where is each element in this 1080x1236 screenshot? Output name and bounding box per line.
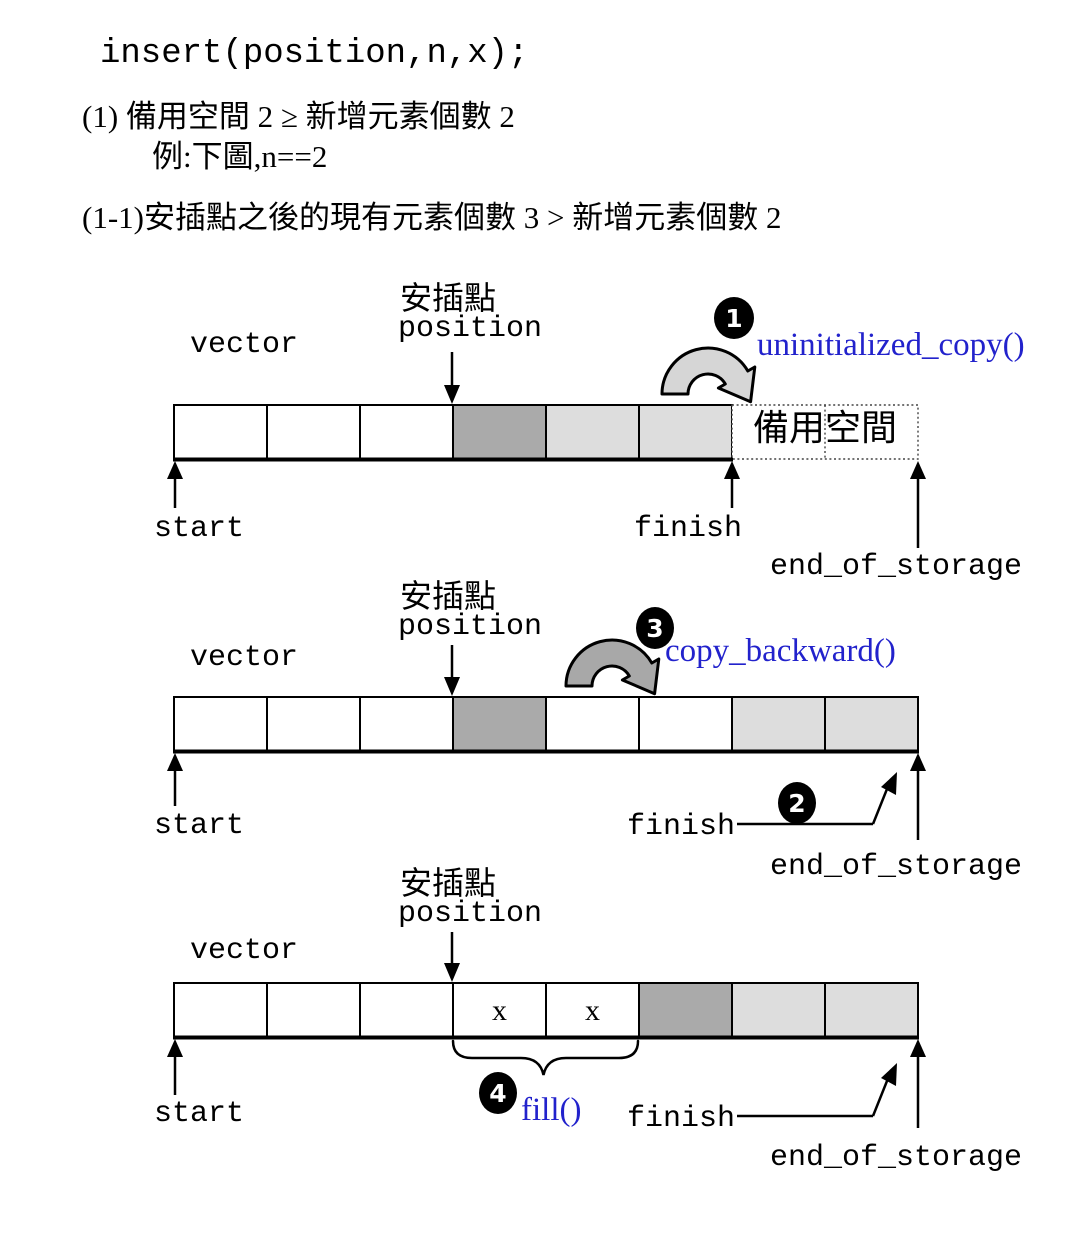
diagram3-fill-brace: [451, 1039, 640, 1076]
diagram1-end-of-storage-label: end_of_storage: [770, 550, 1023, 584]
diagram3-vector-label: vector: [190, 934, 299, 968]
diagram2-end-of-storage-arrow: [910, 753, 926, 840]
diagram1-vector-label: vector: [190, 328, 299, 362]
diagram2-finish-pointer: [737, 772, 897, 826]
case-1-1-line: (1-1)安插點之後的現有元素個數 3 > 新增元素個數 2: [82, 200, 782, 235]
diagram1-finish-arrow: [724, 461, 740, 508]
step2-badge: 2: [778, 782, 816, 824]
diagram2-vector-label: vector: [190, 641, 299, 675]
diagram3-start-arrow: [167, 1039, 183, 1095]
case-1-example-line: 例:下圖,n==2: [152, 139, 328, 174]
step3-operation-label: copy_backward(): [665, 633, 896, 669]
diagram1-curved-copy-arrow: [660, 346, 757, 404]
step4-operation-label: fill(): [521, 1092, 582, 1128]
diagram1-array: [173, 404, 919, 462]
code-line: insert(position,n,x);: [100, 35, 529, 73]
diagram3-end-of-storage-arrow: [910, 1039, 926, 1128]
diagram2-position-arrow: [444, 645, 460, 696]
diagram3-end-of-storage-label: end_of_storage: [770, 1141, 1023, 1175]
diagram2-insert-point-label: 安插點: [400, 578, 497, 614]
diagram3-finish-label: finish: [627, 1102, 736, 1136]
step1-badge: 1: [714, 297, 754, 339]
diagram3-insert-point-label: 安插點: [400, 865, 497, 901]
diagram2-curved-copy-arrow: [564, 638, 661, 696]
diagram1-position-arrow: [444, 352, 460, 404]
case-1-line: (1) 備用空間 2 ≥ 新增元素個數 2: [82, 99, 515, 134]
diagram2-start-label: start: [154, 809, 245, 843]
step4-badge: 4: [479, 1072, 517, 1114]
diagram3-start-label: start: [154, 1097, 245, 1131]
diagram2-array: [173, 696, 919, 754]
diagram1-position-label: position: [398, 312, 543, 346]
diagram1-start-arrow: [167, 461, 183, 508]
diagram3-position-arrow: [444, 932, 460, 982]
step1-operation-label: uninitialized_copy(): [757, 327, 1025, 363]
diagram2-start-arrow: [167, 753, 183, 806]
diagram3-array: [173, 982, 919, 1040]
diagram2-end-of-storage-label: end_of_storage: [770, 850, 1023, 884]
diagram3-finish-pointer: [737, 1063, 897, 1118]
diagram3-cell-x-2: x: [585, 994, 600, 1027]
diagram1-start-label: start: [154, 512, 245, 546]
step3-badge: 3: [636, 607, 674, 649]
diagram1-end-of-storage-arrow: [910, 461, 926, 548]
diagram3-cell-x-1: x: [492, 994, 507, 1027]
diagram1-spare-space-label: 備用空間: [752, 408, 897, 448]
diagram2-position-label: position: [398, 610, 543, 644]
diagram1-insert-point-label: 安插點: [400, 280, 497, 316]
diagram2-finish-label: finish: [627, 810, 736, 844]
diagram3-position-label: position: [398, 897, 543, 931]
diagram1-finish-label: finish: [634, 512, 743, 546]
